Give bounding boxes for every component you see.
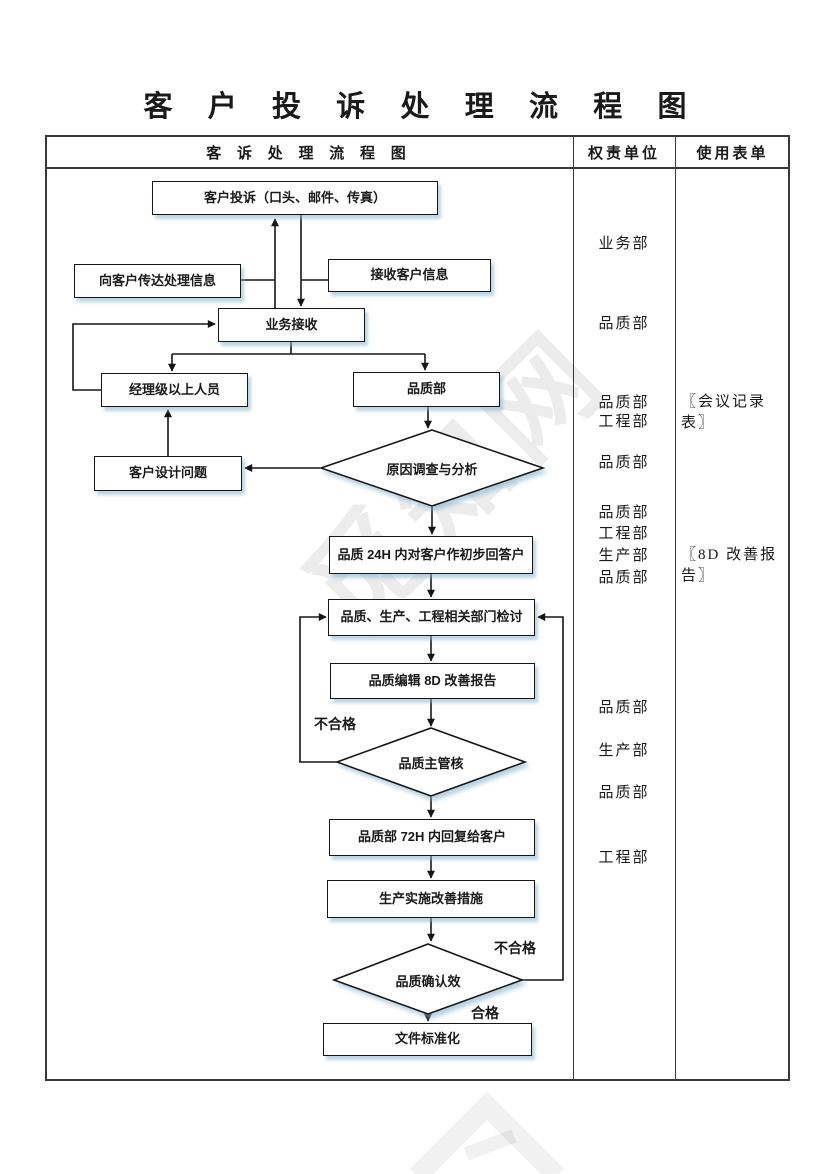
form-label-meeting-record: 〖会议记录表〗 [681,394,767,431]
unit-label: 品质部 [598,570,650,586]
table-border [45,135,790,1081]
unit-label: 品质部 [598,395,650,411]
decision-supervisor-shape [334,727,528,797]
table-column-separator-2 [675,135,676,1081]
node-receive-info: 接收客户信息 [328,259,491,292]
watermark-logo-triangle [409,1091,565,1174]
decision-cause-shape [318,429,546,507]
node-convey-info: 向客户传达处理信息 [74,264,241,298]
unit-label: 工程部 [598,414,650,430]
table-column-separator-1 [573,135,574,1081]
table-header-separator [45,167,790,169]
decision-confirm-shape [331,943,525,1015]
unit-label: 品质部 [598,785,650,801]
label-pass: 合格 [471,1005,499,1021]
unit-label: 品质部 [598,505,650,521]
unit-label: 生产部 [598,743,650,759]
node-reply-72h: 品质部 72H 内回复给客户 [329,819,535,856]
node-customer-complaint: 客户投诉（口头、邮件、传真） [152,181,438,215]
node-standardize: 文件标准化 [323,1023,532,1056]
node-business-reception: 业务接收 [218,308,365,342]
unit-label: 品质部 [598,316,650,332]
node-reply-24h: 品质 24H 内对客户作初步回答户 [329,536,533,574]
node-quality-dept: 品质部 [353,372,500,407]
decision-supervisor-label: 品质主管核 [398,756,464,771]
unit-label: 业务部 [598,236,650,252]
decision-confirm-label: 品质确认效 [395,974,461,989]
unit-label: 工程部 [598,850,650,866]
unit-column-header: 权责单位 [587,145,660,162]
label-fail-left: 不合格 [314,716,356,732]
node-production-improve: 生产实施改善措施 [327,880,535,918]
unit-label: 品质部 [598,455,650,471]
decision-cause-label: 原因调查与分析 [386,462,478,477]
flow-connectors [72,215,564,1022]
node-department-review: 品质、生产、工程相关部门检讨 [328,599,535,636]
unit-label: 工程部 [598,526,650,542]
form-label-8d-report: 〖8D 改善报告〗 [681,547,778,584]
page-title: 客 户 投 诉 处 理 流 程 图 [143,91,701,123]
node-design-issue: 客户设计问题 [94,456,242,491]
unit-label: 生产部 [598,548,650,564]
unit-label: 品质部 [598,700,650,716]
flow-column-header: 客 诉 处 理 流 程 图 [206,145,412,162]
form-column-header: 使用表单 [696,145,769,162]
label-fail-right: 不合格 [494,940,536,956]
node-manager-level: 经理级以上人员 [101,373,248,407]
node-edit-8d-report: 品质编辑 8D 改善报告 [330,663,535,699]
